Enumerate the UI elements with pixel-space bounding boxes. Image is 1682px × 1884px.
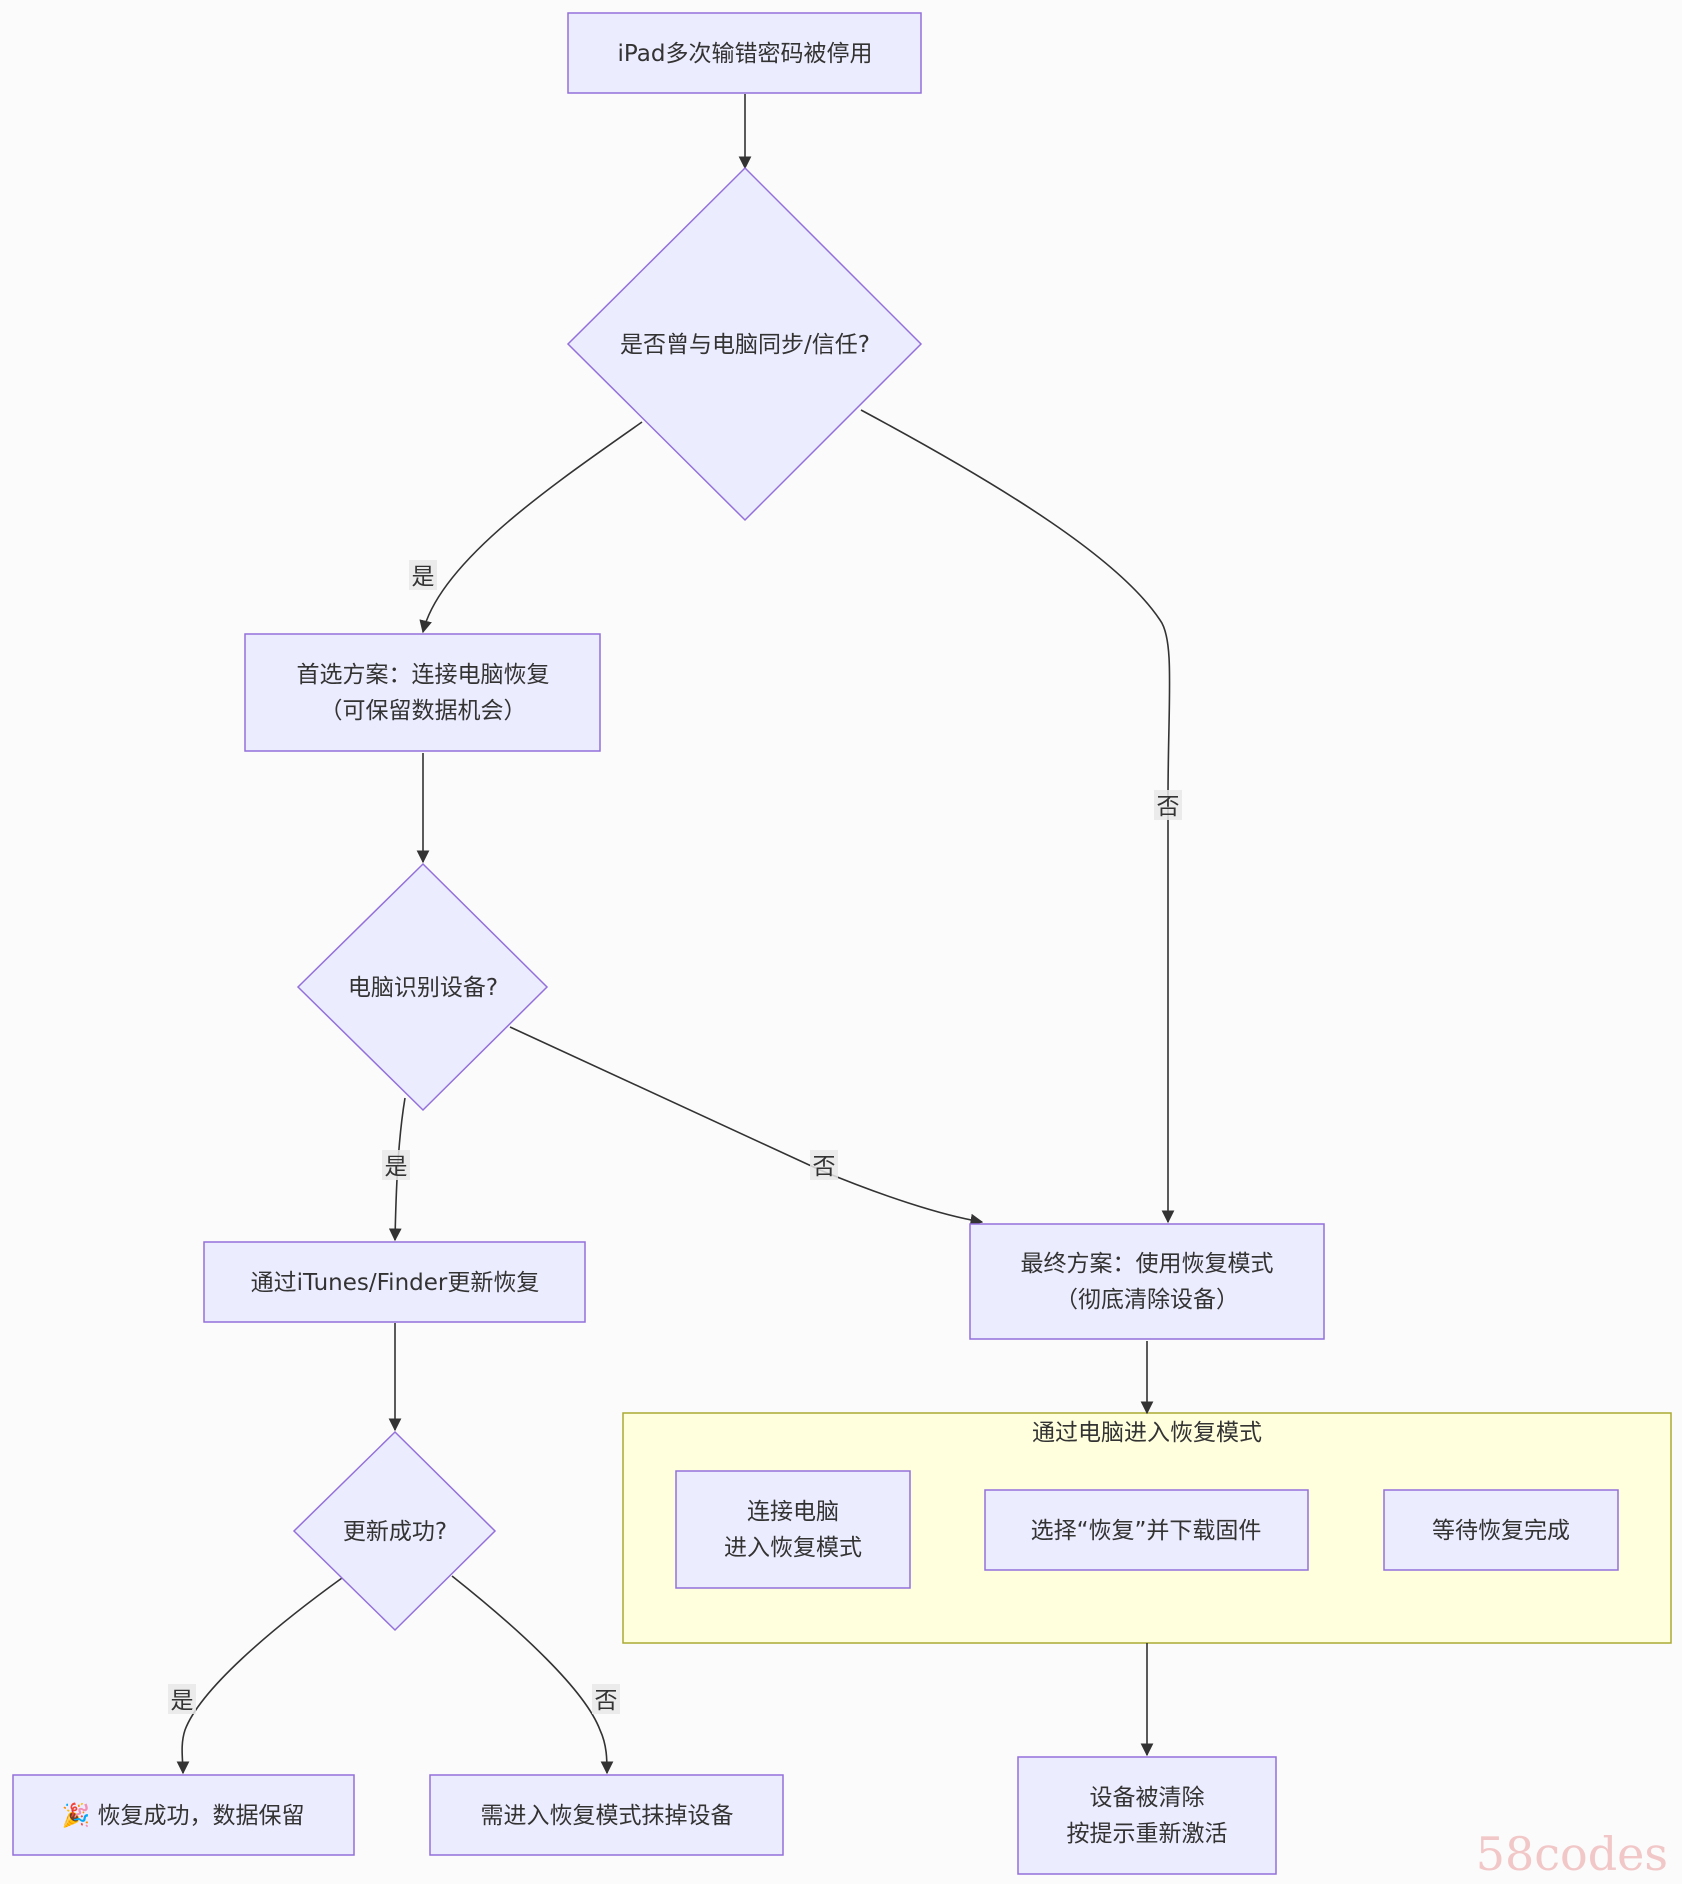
decision-synced-label: 是否曾与电脑同步/信任? xyxy=(620,332,870,358)
edge-synced-yes xyxy=(419,421,643,634)
node-step-wait-label: 等待恢复完成 xyxy=(1432,1518,1570,1544)
decision-synced: 是否曾与电脑同步/信任? xyxy=(566,166,923,522)
edge-label-synced-no: 否 xyxy=(1157,794,1180,820)
edge-label-recognized-yes: 是 xyxy=(385,1154,408,1180)
edge-update-no xyxy=(451,1575,614,1775)
node-device-erased-line1: 设备被清除 xyxy=(1090,1785,1205,1811)
node-step-connect-line2: 进入恢复模式 xyxy=(724,1535,862,1561)
node-step-connect-line1: 连接电脑 xyxy=(747,1499,839,1525)
node-device-erased-line2: 按提示重新激活 xyxy=(1067,1821,1228,1847)
decision-recognized-label: 电脑识别设备? xyxy=(348,975,498,1001)
decision-update-success: 更新成功? xyxy=(292,1430,497,1632)
node-need-recovery-erase: 需进入恢复模式抹掉设备 xyxy=(429,1774,784,1856)
node-device-erased: 设备被清除 按提示重新激活 xyxy=(1017,1756,1277,1875)
node-itunes-update-label: 通过iTunes/Finder更新恢复 xyxy=(251,1270,540,1296)
node-start-label: iPad多次输错密码被停用 xyxy=(618,41,873,67)
node-preferred-plan: 首选方案：连接电脑恢复 （可保留数据机会） xyxy=(244,633,601,752)
node-step-connect: 连接电脑 进入恢复模式 xyxy=(675,1470,911,1589)
node-preferred-plan-line1: 首选方案：连接电脑恢复 xyxy=(297,662,550,688)
node-final-plan-line2: （彻底清除设备） xyxy=(1055,1287,1239,1313)
subgraph-title: 通过电脑进入恢复模式 xyxy=(1032,1420,1262,1446)
node-preferred-plan-line2: （可保留数据机会） xyxy=(320,698,527,724)
edge-label-recognized-no: 否 xyxy=(813,1154,836,1180)
node-step-wait: 等待恢复完成 xyxy=(1383,1489,1619,1571)
edge-update-yes xyxy=(176,1577,343,1775)
edge-recognized-no xyxy=(509,1026,984,1227)
node-success-label: 🎉 恢复成功，数据保留 xyxy=(62,1802,305,1829)
node-need-recovery-erase-label: 需进入恢复模式抹掉设备 xyxy=(481,1803,734,1829)
node-step-select-restore: 选择“恢复”并下载固件 xyxy=(984,1489,1309,1571)
node-start: iPad多次输错密码被停用 xyxy=(567,12,922,94)
decision-recognized: 电脑识别设备? xyxy=(296,862,549,1112)
edge-synced-no xyxy=(860,409,1175,1224)
node-final-plan-line1: 最终方案：使用恢复模式 xyxy=(1021,1251,1274,1277)
node-success: 🎉 恢复成功，数据保留 xyxy=(12,1774,355,1856)
edge-label-synced-yes: 是 xyxy=(412,564,435,590)
edge-labels: 是 否 是 否 是 否 xyxy=(168,560,1182,1714)
node-itunes-update: 通过iTunes/Finder更新恢复 xyxy=(203,1241,586,1323)
edge-label-update-no: 否 xyxy=(595,1688,618,1714)
decision-update-success-label: 更新成功? xyxy=(343,1519,447,1545)
watermark: 58codes xyxy=(1476,1827,1668,1881)
edge-label-update-yes: 是 xyxy=(171,1688,194,1714)
node-step-select-restore-label: 选择“恢复”并下载固件 xyxy=(1031,1518,1262,1544)
node-final-plan: 最终方案：使用恢复模式 （彻底清除设备） xyxy=(969,1223,1325,1340)
